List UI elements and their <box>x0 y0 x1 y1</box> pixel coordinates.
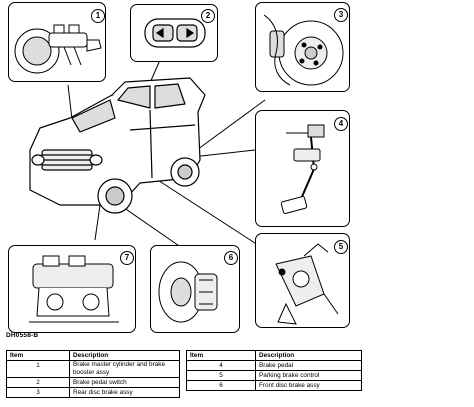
rear-disc-brake-illustration <box>263 14 344 86</box>
panel-1-master-cylinder: 1 <box>8 2 106 82</box>
item-description: Brake pedal switch <box>69 377 180 388</box>
panel-4-brake-pedal: 4 <box>255 110 350 227</box>
item-description: Front disc brake assy <box>255 380 362 391</box>
item-description: Rear disc brake assy <box>69 387 180 398</box>
item-description: Parking brake control <box>255 370 362 381</box>
legend-table-right: Item Description 4 Brake pedal 5 Parking… <box>186 350 362 391</box>
panel-5-parking-brake-control: 5 <box>255 233 350 328</box>
item-number: 5 <box>186 370 256 381</box>
legend-header-row: Item Description <box>186 350 362 361</box>
leader-line-6 <box>119 204 186 251</box>
item-number: 2 <box>6 377 70 388</box>
leader-line-3 <box>189 99 266 156</box>
table-row: 2 Brake pedal switch <box>6 377 180 388</box>
header-item: Item <box>6 350 70 361</box>
table-row: 1 Brake master cylinder and brake booste… <box>6 360 180 378</box>
item-number: 4 <box>186 360 256 371</box>
item-description: Brake pedal <box>255 360 362 371</box>
leader-line-5 <box>149 174 259 246</box>
header-item: Item <box>186 350 256 361</box>
header-description: Description <box>255 350 362 361</box>
legend-table-left: Item Description 1 Brake master cylinder… <box>6 350 180 398</box>
panel-7-components: 7 <box>8 245 136 333</box>
header-description: Description <box>69 350 180 361</box>
panel-2-brake-pedal-switch: 2 <box>130 4 218 62</box>
table-row: 6 Front disc brake assy <box>186 380 362 391</box>
item-description: Brake master cylinder and brake booster … <box>69 360 180 378</box>
panel-3-rear-disc-brake: 3 <box>255 2 350 92</box>
brake-pedal-illustration <box>280 124 325 214</box>
table-row: 4 Brake pedal <box>186 360 362 371</box>
parking-brake-control-illustration <box>275 243 339 325</box>
panel-number-2: 2 <box>201 9 215 23</box>
leader-line-7 <box>94 204 101 241</box>
figure-code: DH0558-B <box>6 332 39 339</box>
brake-pedal-switch-illustration <box>144 18 206 48</box>
panel-number-5: 5 <box>334 240 348 254</box>
panel-6-front-disc-brake: 6 <box>150 245 240 333</box>
table-row: 3 Rear disc brake assy <box>6 387 180 398</box>
master-cylinder-illustration <box>14 24 102 74</box>
front-disc-brake-illustration <box>158 261 218 323</box>
item-number: 6 <box>186 380 256 391</box>
table-row: 5 Parking brake control <box>186 370 362 381</box>
legend-header-row: Item Description <box>6 350 180 361</box>
panel-number-7: 7 <box>120 251 134 265</box>
item-number: 1 <box>6 360 70 378</box>
item-number: 3 <box>6 387 70 398</box>
panel-number-6: 6 <box>224 251 238 265</box>
panel-number-3: 3 <box>334 8 348 22</box>
component-7-illustration <box>29 255 119 323</box>
panel-number-1: 1 <box>91 9 105 23</box>
panel-number-4: 4 <box>334 117 348 131</box>
